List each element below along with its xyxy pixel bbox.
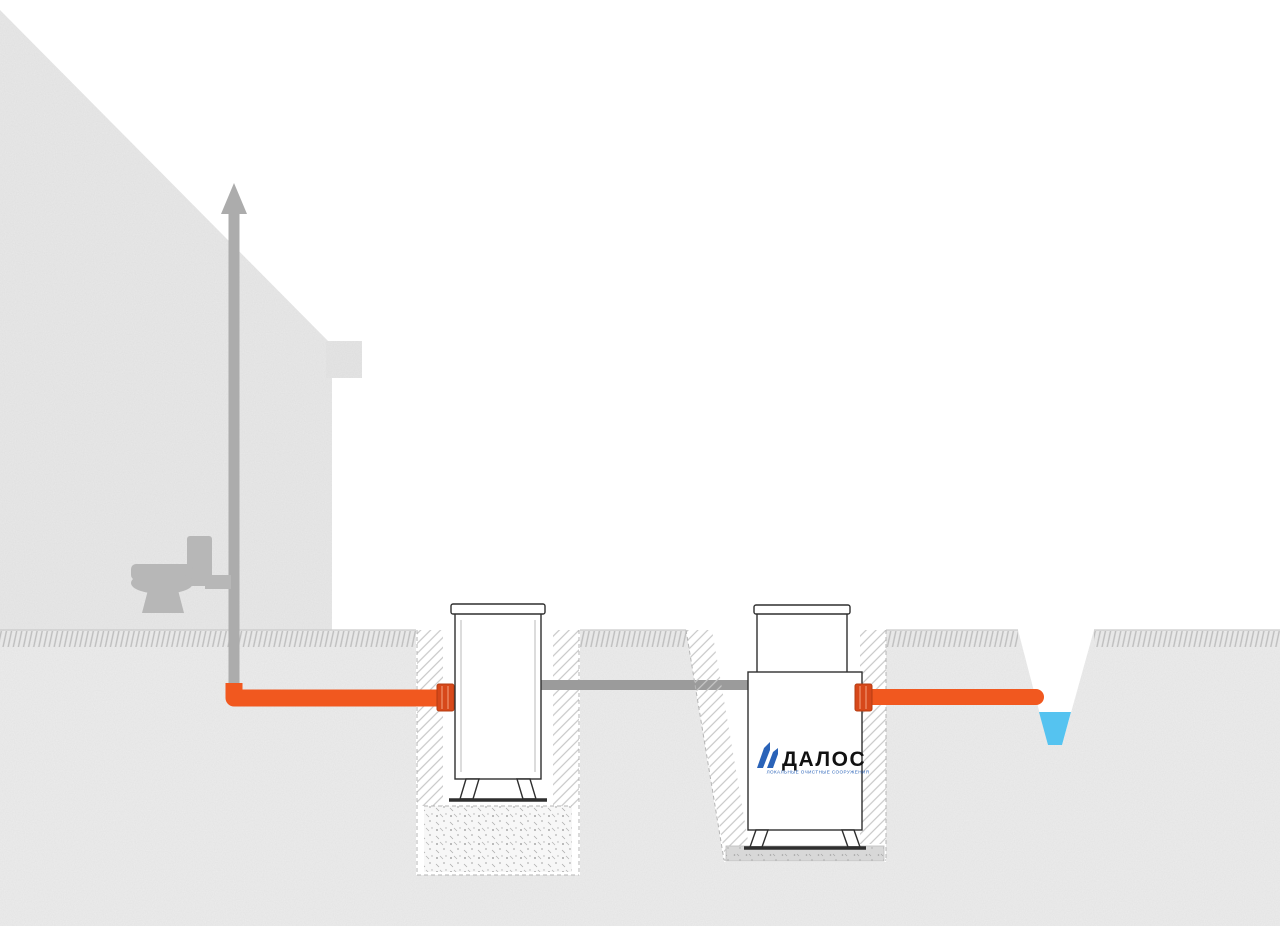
toilet-icon <box>131 536 231 613</box>
logo-subtitle: ЛОКАЛЬНЫЕ ОЧИСТНЫЕ СООРУЖЕНИЯ <box>767 770 870 775</box>
pit1-boundary-dashed <box>416 630 580 876</box>
inlet-pipe <box>225 683 438 707</box>
septic-tank-1 <box>449 603 547 802</box>
outlet-coupling <box>854 683 873 712</box>
pit1-left-wall-hatch <box>417 630 443 806</box>
inlet-coupling <box>436 683 455 712</box>
logo-mark-icon <box>757 742 778 768</box>
tank1-lid <box>450 603 546 615</box>
tank2-lid <box>753 604 851 615</box>
gravel-pad <box>424 806 572 872</box>
pit1-right-wall-hatch <box>553 630 579 806</box>
tank2-riser <box>756 605 848 674</box>
dalos-logo: ДАЛОС ЛОКАЛЬНЫЕ ОЧИСТНЫЕ СООРУЖЕНИЯ <box>757 742 869 775</box>
transfer-pipe <box>541 680 753 690</box>
vent-pipe <box>221 183 247 702</box>
logo-title: ДАЛОС <box>782 748 866 771</box>
excavation-pit-1 <box>416 630 580 876</box>
tank1-body <box>454 612 542 780</box>
vent-arrow-icon <box>221 183 247 214</box>
surface-hatch-band <box>0 631 1280 647</box>
pit2-right-wall-hatch <box>860 630 886 844</box>
outlet-pipe-group <box>854 683 1044 712</box>
drainage-water <box>1039 712 1071 745</box>
sewer-pipe-inlet <box>225 683 455 712</box>
vent-pipe-riser <box>228 210 240 702</box>
pit2-left-wall-hatch <box>686 630 750 852</box>
